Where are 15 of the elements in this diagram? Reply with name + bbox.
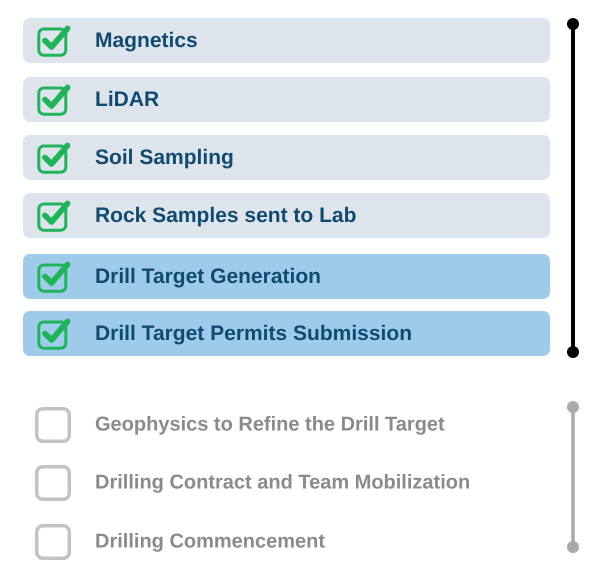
pending-task-name: Drilling Contract and Team Mobilization [95,472,470,494]
task-name: Magnetics [95,28,198,53]
pending-task-name: Geophysics to Refine the Drill Target [95,414,445,436]
task-name: Drill Target Generation [95,264,321,289]
completed-task-bar [23,18,550,63]
completed-task-bar [23,311,550,356]
completed-task-bar [23,135,550,180]
pending-task-name: Drilling Commencement [95,530,326,554]
completed-task-bar [23,254,550,299]
task-name: LiDAR [95,87,160,112]
completed-task-bar [23,193,550,238]
task-name: Rock Samples sent to Lab [95,203,356,228]
task-name: Drill Target Permits Submission [95,321,412,346]
completed-task-bar [23,77,550,122]
task-name: Soil Sampling [95,145,234,170]
